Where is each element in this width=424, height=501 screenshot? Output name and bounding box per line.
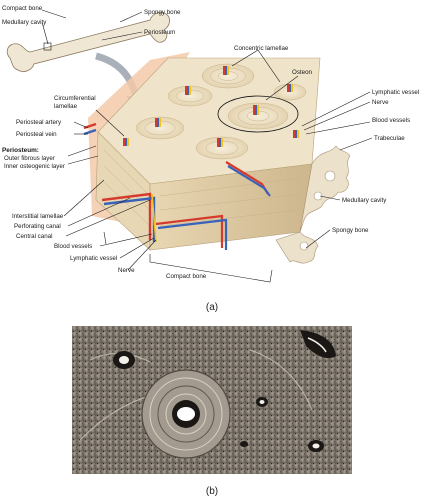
micrograph-small-canals: [113, 330, 336, 452]
label-compact-bone-top: Compact bone: [2, 5, 43, 12]
long-bone-icon: [6, 12, 170, 72]
panel-b-caption: (b): [206, 486, 218, 497]
label-periosteum-heading: Periosteum:: [2, 147, 39, 154]
micrograph-osteon: [141, 369, 231, 459]
label-medullary-cavity-top: Medullary cavity: [2, 19, 47, 26]
label-periosteal-vein: Periosteal vein: [16, 131, 57, 138]
label-perforating-canal: Perforating canal: [14, 223, 61, 230]
compact-bone-block: [83, 52, 351, 264]
label-outer-fibrous-layer: Outer fibrous layer: [4, 155, 55, 162]
panel-a-caption: (a): [206, 302, 218, 313]
panel-a-illustration: Compact bone Medullary cavity Spongy bon…: [2, 5, 419, 313]
label-trabeculae: Trabeculae: [374, 135, 405, 142]
leader-lines: [41, 9, 373, 283]
label-spongy-bone-top: Spongy bone: [144, 9, 181, 16]
label-lymphatic-vessel-bottom: Lymphatic vessel: [70, 255, 117, 262]
label-nerve-right: Nerve: [372, 99, 389, 106]
panel-b-micrograph: (b): [72, 326, 352, 497]
micrograph-central-canal: [177, 407, 195, 421]
label-nerve-bottom: Nerve: [118, 267, 135, 274]
label-concentric-lamellae: Concentric lamellae: [234, 45, 289, 52]
label-lymphatic-vessel-right: Lymphatic vessel: [372, 89, 419, 96]
label-osteon: Osteon: [292, 69, 313, 76]
label-central-canal: Central canal: [16, 233, 52, 240]
label-circumferential-lamellae-1: Circumferential: [54, 95, 96, 102]
label-medullary-cavity-right: Medullary cavity: [342, 197, 387, 204]
label-spongy-bone-right: Spongy bone: [332, 227, 369, 234]
spongy-bone-region: [275, 145, 351, 264]
label-blood-vessels-bottom: Blood vessels: [54, 243, 92, 250]
label-inner-osteogenic-layer: Inner osteogenic layer: [4, 163, 65, 170]
label-circumferential-lamellae-2: lamellae: [54, 103, 78, 110]
label-interstitial-lamellae: Interstitial lamellae: [12, 213, 64, 220]
label-periosteal-artery: Periosteal artery: [16, 119, 62, 126]
osteon-outline: [217, 95, 299, 133]
central-canal-vessels: [123, 66, 299, 147]
front-lamellae: [103, 149, 301, 227]
label-compact-bone-bottom: Compact bone: [166, 273, 207, 280]
label-blood-vessels-right: Blood vessels: [372, 117, 410, 124]
labels: Compact bone Medullary cavity Spongy bon…: [2, 5, 419, 280]
label-periosteum-top: Periosteum: [144, 29, 175, 36]
